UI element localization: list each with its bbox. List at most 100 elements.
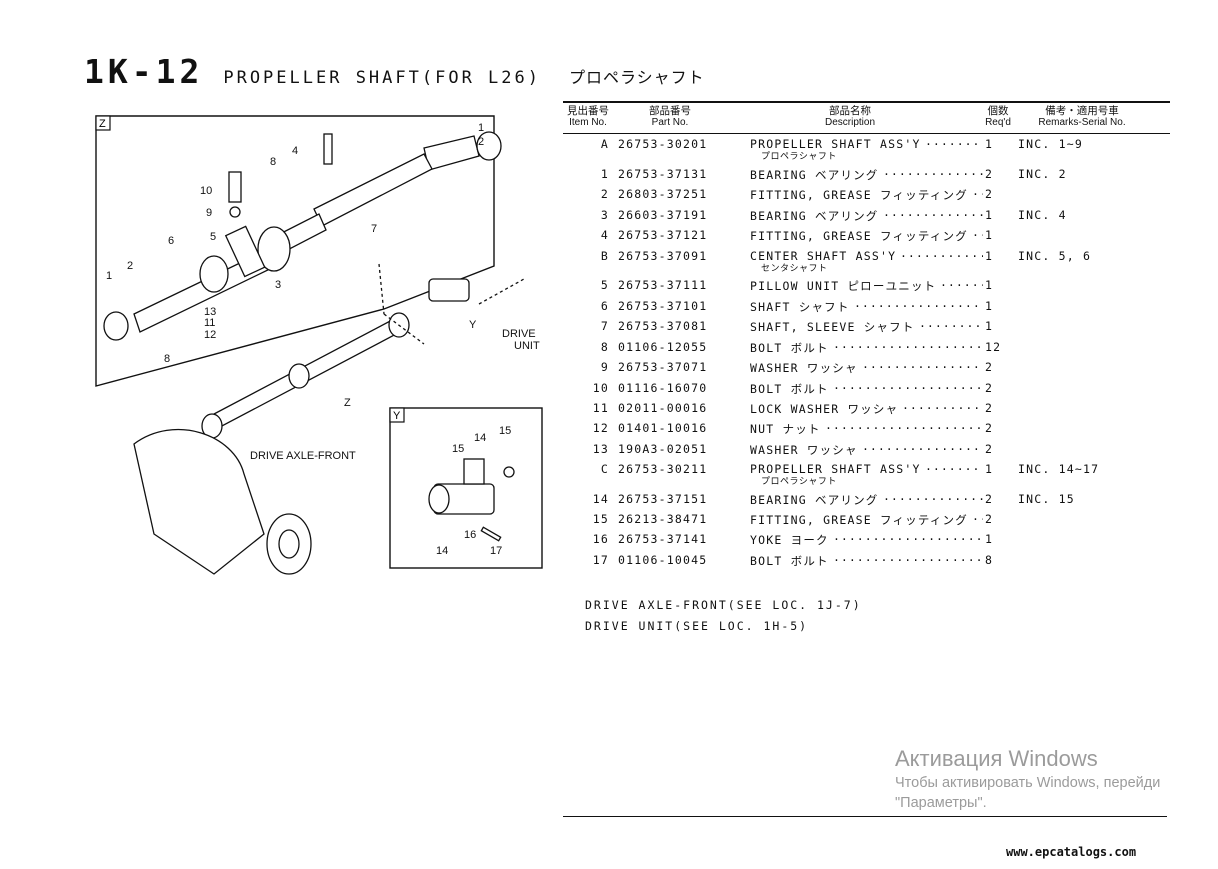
part-number: 01401-10016 xyxy=(618,421,708,435)
dot-leader: ········································… xyxy=(833,340,983,354)
diagram-labels: DRIVE UNIT DRIVE AXLE-FRONT Y Z xyxy=(250,319,540,462)
item-number: 13 xyxy=(592,442,609,456)
part-number: 26753-37141 xyxy=(618,532,708,546)
header-desc: 部品名称 Description xyxy=(815,106,885,129)
callout-y-14: 14 xyxy=(474,432,486,444)
part-description: BEARING ベアリング xyxy=(750,209,879,223)
arrow-z-label: Z xyxy=(344,397,351,409)
item-number: 17 xyxy=(592,553,609,567)
remarks: INC. 2 xyxy=(1018,167,1067,181)
item-number: 2 xyxy=(600,187,609,201)
part-number: 26753-37131 xyxy=(618,167,708,181)
callout-y-15b: 15 xyxy=(452,443,464,455)
part-description: BOLT ボルト xyxy=(750,554,829,568)
item-number: 7 xyxy=(600,319,609,333)
callout-9: 9 xyxy=(206,207,212,219)
part-description: BOLT ボルト xyxy=(750,382,829,396)
watermark-line-1: Чтобы активировать Windows, перейди xyxy=(895,775,1161,791)
part-description: LOCK WASHER ワッシャ xyxy=(750,402,899,416)
callout-13: 13 xyxy=(204,306,216,318)
header-item-en: Item No. xyxy=(569,117,607,128)
part-description: FITTING, GREASE フィッティング xyxy=(750,229,968,243)
reference-notes: DRIVE AXLE-FRONT(SEE LOC. 1J-7) DRIVE UN… xyxy=(585,595,862,637)
item-number: 16 xyxy=(592,532,609,546)
part-number: 26753-37111 xyxy=(618,278,708,292)
part-description: PROPELLER SHAFT ASS'Y xyxy=(750,137,921,151)
quantity: 2 xyxy=(985,187,994,201)
item-number: 12 xyxy=(592,421,609,435)
part-description: FITTING, GREASE フィッティング xyxy=(750,513,968,527)
callout-y-17: 17 xyxy=(490,545,502,557)
dot-leader: ········································… xyxy=(883,492,983,506)
part-description: SHAFT, SLEEVE シャフト xyxy=(750,320,915,334)
dot-leader: ········································… xyxy=(833,381,983,395)
dot-leader: ········································… xyxy=(825,421,983,435)
dot-leader: ········································… xyxy=(972,228,983,242)
quantity: 2 xyxy=(985,381,994,395)
part-description: BEARING ベアリング xyxy=(750,168,879,182)
drive-axle-label: DRIVE AXLE-FRONT xyxy=(250,450,356,462)
part-description: WASHER ワッシャ xyxy=(750,443,858,457)
item-number: 1 xyxy=(600,167,609,181)
header-remarks: 備考・適用号車 Remarks-Serial No. xyxy=(1034,106,1130,129)
part-description: WASHER ワッシャ xyxy=(750,361,858,375)
callout-7: 7 xyxy=(371,223,377,235)
callout-10: 10 xyxy=(200,185,212,197)
quantity: 8 xyxy=(985,553,994,567)
part-number: 26753-37071 xyxy=(618,360,708,374)
part-number: 190A3-02051 xyxy=(618,442,708,456)
header-qty-jp: 個数 xyxy=(987,105,1009,117)
header-desc-en: Description xyxy=(824,117,876,128)
item-number: 11 xyxy=(592,401,609,415)
drive-assembly xyxy=(133,263,525,575)
dot-leader: ········································… xyxy=(902,401,983,415)
dot-leader: ········································… xyxy=(972,512,983,526)
part-number: 26753-37081 xyxy=(618,319,708,333)
item-number: 8 xyxy=(600,340,609,354)
dot-leader: ········································… xyxy=(925,462,983,476)
quantity: 1 xyxy=(985,228,994,242)
header-part-jp: 部品番号 xyxy=(649,105,691,117)
callout-4: 4 xyxy=(292,145,298,157)
section-name: PROPELLER SHAFT(FOR L26) xyxy=(223,68,541,88)
section-code: 1K-12 xyxy=(84,52,204,91)
remarks: INC. 1~9 xyxy=(1018,137,1083,151)
dot-leader: ········································… xyxy=(862,360,983,374)
item-number: B xyxy=(600,249,609,263)
item-number: 3 xyxy=(600,208,609,222)
callouts-z: 1 2 8 4 10 9 5 6 3 7 1 2 13 11 12 8 xyxy=(106,122,484,365)
dot-leader: ········································… xyxy=(919,319,983,333)
exploded-diagram: Z Y xyxy=(95,115,543,575)
part-number: 01116-16070 xyxy=(618,381,708,395)
callout-8b: 8 xyxy=(164,353,170,365)
quantity: 2 xyxy=(985,512,994,526)
part-number: 26753-37101 xyxy=(618,299,708,313)
dot-leader: ········································… xyxy=(883,167,983,181)
part-number: 26753-37151 xyxy=(618,492,708,506)
part-description: BOLT ボルト xyxy=(750,341,829,355)
page-title: 1K-12 PROPELLER SHAFT(FOR L26) プロペラシャフト xyxy=(84,52,705,92)
quantity: 1 xyxy=(985,208,994,222)
table-header-rule xyxy=(563,133,1170,134)
drive-unit-label-1: DRIVE xyxy=(502,328,536,340)
quantity: 2 xyxy=(985,442,994,456)
header-item-jp: 見出番号 xyxy=(567,105,609,117)
part-number: 26803-37251 xyxy=(618,187,708,201)
callout-11: 11 xyxy=(204,317,215,329)
item-number: 15 xyxy=(592,512,609,526)
dot-leader: ········································… xyxy=(900,249,983,263)
dot-leader: ········································… xyxy=(925,137,983,151)
part-description: FITTING, GREASE フィッティング xyxy=(750,188,968,202)
quantity: 1 xyxy=(985,249,994,263)
header-remarks-en: Remarks-Serial No. xyxy=(1038,117,1126,128)
detail-box-y: Y xyxy=(389,407,543,569)
part-number: 26753-30201 xyxy=(618,137,708,151)
part-description: CENTER SHAFT ASS'Y xyxy=(750,249,897,263)
footer-url: www.epcatalogs.com xyxy=(1006,845,1137,859)
callout-12: 12 xyxy=(204,329,216,341)
quantity: 1 xyxy=(985,137,994,151)
item-number: 4 xyxy=(600,228,609,242)
drive-unit-label-2: UNIT xyxy=(514,340,540,352)
part-description: PROPELLER SHAFT ASS'Y xyxy=(750,462,921,476)
part-description: PILLOW UNIT ピローユニット xyxy=(750,279,937,293)
